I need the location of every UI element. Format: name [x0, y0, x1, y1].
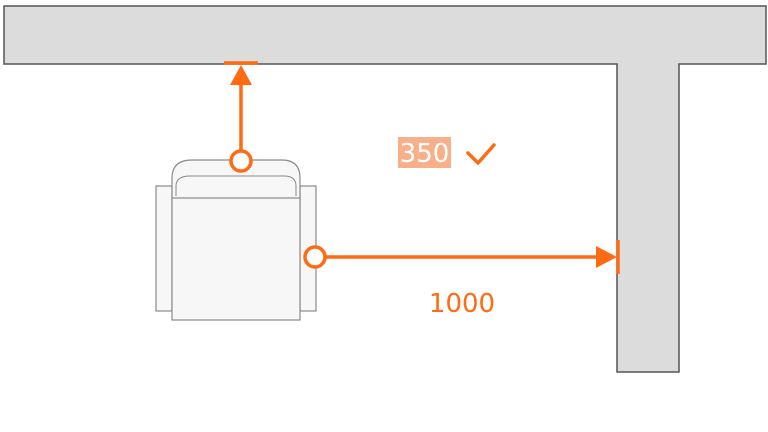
armchair-backrest-inner — [175, 175, 297, 196]
side-clearance-anchor-handle[interactable] — [303, 245, 327, 269]
top-clearance-value[interactable]: 350 — [400, 139, 450, 169]
armchair-icon[interactable] — [155, 159, 317, 321]
wall[interactable] — [3, 5, 767, 373]
side-clearance-value[interactable]: 1000 — [429, 289, 495, 319]
check-icon[interactable] — [466, 143, 496, 165]
top-clearance-arrowhead — [230, 65, 252, 85]
top-clearance-value-highlight — [398, 137, 451, 168]
armchair-left-arm — [155, 185, 173, 312]
armchair-backrest — [171, 159, 301, 201]
top-clearance-dimension[interactable] — [224, 61, 258, 173]
side-clearance-dimension[interactable] — [303, 240, 620, 274]
top-clearance-anchor-handle[interactable] — [229, 149, 253, 173]
armchair-seat — [171, 197, 301, 321]
side-clearance-arrowhead — [596, 246, 617, 268]
top-clearance-value-field[interactable]: 350 — [398, 137, 451, 169]
